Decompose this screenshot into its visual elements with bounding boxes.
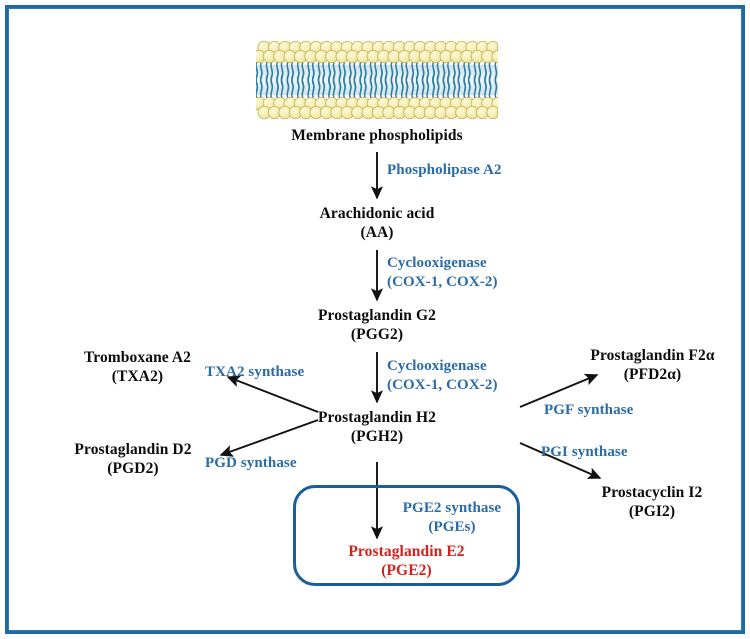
pge2-highlight-box <box>293 485 520 586</box>
enzyme-cyclooxygenase-upper: Cyclooxigenase (COX-1, COX-2) <box>387 254 498 292</box>
enzyme-pge2-synthase: PGE2 synthase (PGEs) <box>389 499 515 537</box>
enzyme-pgd-synthase-line1: PGD synthase <box>205 455 297 471</box>
node-prostaglandin-f2-alpha: Prostaglandin F2α (PFD2α) <box>560 346 745 385</box>
node-prostaglandin-g2-line2: (PGG2) <box>350 326 404 344</box>
enzyme-cyclooxygenase-lower-line1: Cyclooxigenase <box>387 358 487 374</box>
node-prostaglandin-h2-line1: Prostaglandin H2 <box>317 409 437 426</box>
node-prostaglandin-d2-line2: (PGD2) <box>107 460 159 478</box>
node-prostacyclin-i2: Prostacyclin I2 (PGI2) <box>562 483 742 522</box>
enzyme-phospholipase-a2-line1: Phospholipase A2 <box>387 162 502 178</box>
enzyme-cyclooxygenase-upper-line1: Cyclooxigenase <box>387 255 487 271</box>
enzyme-pgi-synthase: PGI synthase <box>541 443 628 462</box>
enzyme-cyclooxygenase-lower-line2: (COX-1, COX-2) <box>387 376 498 393</box>
phospholipid-bilayer-illustration <box>252 38 521 122</box>
enzyme-phospholipase-a2: Phospholipase A2 <box>387 161 502 180</box>
bilayer-svg <box>252 40 521 120</box>
node-prostaglandin-d2-line1: Prostaglandin D2 <box>74 441 192 458</box>
node-thromboxane-a2: Tromboxane A2 (TXA2) <box>40 348 235 387</box>
enzyme-pge2-synthase-line1: PGE2 synthase <box>402 500 502 516</box>
node-prostaglandin-g2: Prostaglandin G2 (PGG2) <box>257 306 497 345</box>
node-prostaglandin-e2: Prostaglandin E2 (PGE2) <box>293 542 520 581</box>
enzyme-cyclooxygenase-lower: Cyclooxigenase (COX-1, COX-2) <box>387 357 498 395</box>
enzyme-pgd-synthase: PGD synthase <box>205 454 297 473</box>
node-prostaglandin-h2: Prostaglandin H2 (PGH2) <box>257 408 497 447</box>
enzyme-cyclooxygenase-upper-line2: (COX-1, COX-2) <box>387 273 498 290</box>
node-prostaglandin-e2-line2: (PGE2) <box>381 562 432 580</box>
node-prostaglandin-h2-line2: (PGH2) <box>350 428 404 446</box>
node-arachidonic-acid-line2: (AA) <box>360 224 394 242</box>
enzyme-pgi-synthase-line1: PGI synthase <box>541 444 628 460</box>
node-arachidonic-acid: Arachidonic acid (AA) <box>257 204 497 243</box>
enzyme-pgf-synthase: PGF synthase <box>544 401 633 420</box>
node-arachidonic-acid-line1: Arachidonic acid <box>319 205 435 222</box>
node-prostaglandin-d2: Prostaglandin D2 (PGD2) <box>33 440 233 479</box>
node-thromboxane-a2-line1: Tromboxane A2 <box>83 349 192 366</box>
node-prostacyclin-i2-line1: Prostacyclin I2 <box>601 484 703 501</box>
membrane-label: Membrane phospholipids <box>291 127 463 144</box>
enzyme-pge2-synthase-line2: (PGEs) <box>428 518 476 535</box>
node-prostaglandin-f2-alpha-line2: (PFD2α) <box>623 366 682 384</box>
node-prostaglandin-e2-line1: Prostaglandin E2 <box>348 543 465 560</box>
enzyme-txa2-synthase: TXA2 synthase <box>205 363 304 382</box>
enzyme-pgf-synthase-line1: PGF synthase <box>544 402 634 418</box>
node-thromboxane-a2-line2: (TXA2) <box>111 368 164 386</box>
node-prostaglandin-g2-line1: Prostaglandin G2 <box>317 307 437 324</box>
enzyme-txa2-synthase-line1: TXA2 synthase <box>205 364 305 380</box>
arrow-pgh2-to-txa2 <box>226 375 319 413</box>
node-prostacyclin-i2-line2: (PGI2) <box>628 503 676 521</box>
node-prostaglandin-f2-alpha-line1: Prostaglandin F2α <box>590 347 715 364</box>
